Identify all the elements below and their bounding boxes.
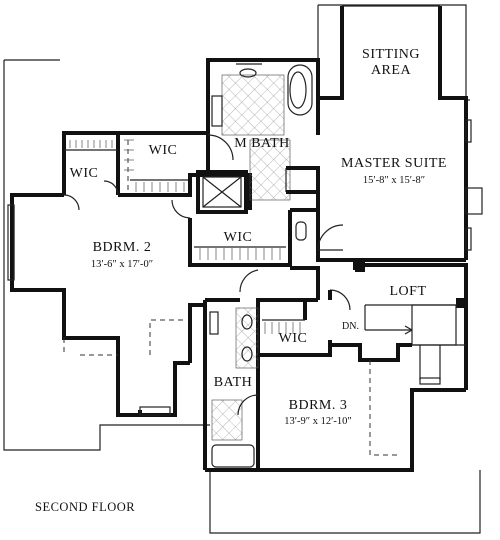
bedroom-3-walls <box>258 343 466 472</box>
bedroom-3-dimensions: 13′-9″ x 12′-10″ <box>284 416 352 427</box>
master-suite-label: MASTER SUITE <box>341 156 447 171</box>
master-suite-dimensions: 15′-8″ x 15′-8″ <box>362 175 426 186</box>
bedroom-2-walls <box>7 193 205 417</box>
loft-label: LOFT <box>389 284 427 299</box>
wic-lower-label: WIC <box>278 331 308 346</box>
roof-outline <box>3 4 481 534</box>
wic-left-label: WIC <box>69 166 99 181</box>
plan-title: SECOND FLOOR <box>35 500 136 514</box>
sitting-area-walls <box>318 5 483 260</box>
shower <box>196 170 248 214</box>
bedroom-2-dimensions: 13′-6″ x 17′-0″ <box>90 259 154 270</box>
master-bath-walls <box>206 58 320 175</box>
door-swings <box>103 134 234 219</box>
stair-down-label: DN. <box>342 321 359 332</box>
sitting-area-label-2: AREA <box>370 63 412 78</box>
master-suite-walls <box>188 98 466 267</box>
master-bath-label: M BATH <box>234 136 290 151</box>
wic-mid-label: WIC <box>223 230 253 245</box>
sitting-area-label: SITTING <box>362 47 420 62</box>
bath-floor-tile <box>249 139 291 201</box>
bedroom-3-label: BDRM. 3 <box>288 398 348 413</box>
bath-label: BATH <box>213 375 253 390</box>
bedroom-2-label: BDRM. 2 <box>92 240 152 255</box>
wic-top-label: WIC <box>148 143 178 158</box>
